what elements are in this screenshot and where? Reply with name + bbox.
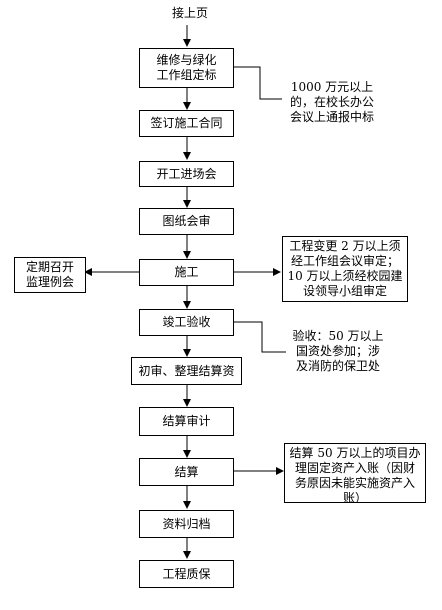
note-supervision-meetings-text: 定期召开 监理例会 xyxy=(25,260,74,289)
step-drawing-review: 图纸会审 xyxy=(139,208,234,235)
step-label: 资料归档 xyxy=(162,516,211,531)
step-completion-acceptance: 竣工验收 xyxy=(139,309,234,336)
top-label: 接上页 xyxy=(165,6,215,21)
note-over-10m-text: 1000 万元以上 的，在校长办公 会议上通报中标 xyxy=(289,80,374,124)
note-supervision-meetings-box: 定期召开 监理例会 xyxy=(14,257,86,293)
step-settlement-audit: 结算审计 xyxy=(139,407,234,436)
step-kickoff-meeting: 开工进场会 xyxy=(139,161,234,187)
step-label: 结算审计 xyxy=(162,414,211,428)
step-label: 结算 xyxy=(174,464,199,479)
step-construction: 施工 xyxy=(139,259,234,286)
step-archive: 资料归档 xyxy=(139,510,234,538)
step-warranty: 工程质保 xyxy=(139,560,234,588)
step-label: 施工 xyxy=(174,265,199,279)
step-label: 竣工验收 xyxy=(162,315,211,329)
step-label: 签订施工合同 xyxy=(150,116,223,130)
top-label-text: 接上页 xyxy=(171,6,208,20)
step-maintenance-greening: 维修与绿化 工作组定标 xyxy=(139,48,234,88)
step-sign-contract: 签订施工合同 xyxy=(139,110,234,137)
step-label: 图纸会审 xyxy=(162,214,211,228)
step-label: 初审、整理结算资 xyxy=(138,363,235,378)
step-settlement: 结算 xyxy=(139,458,234,486)
note-acceptance: 验收：50 万以上 国资处参加；涉 及消防的保卫处 xyxy=(286,329,390,374)
step-label: 维修与绿化 工作组定标 xyxy=(156,53,217,82)
note-change-orders-box: 工程变更 2 万以上须 经工作组会议审定； 10 万以上须经校园建 设领导小组审… xyxy=(282,236,408,302)
step-label: 工程质保 xyxy=(162,566,211,581)
note-over-10m: 1000 万元以上 的，在校长办公 会议上通报中标 xyxy=(282,80,382,125)
note-change-orders-text: 工程变更 2 万以上须 经工作组会议审定； 10 万以上须经校园建 设领导小组审… xyxy=(287,239,403,298)
step-label: 开工进场会 xyxy=(156,166,217,181)
bracket-over-10m xyxy=(233,66,283,100)
note-fixed-assets-box: 结算 50 万以上的项目办 理固定资产入账（因财 务原因未能实施资产入 账） xyxy=(284,443,426,503)
step-preliminary-settlement: 初审、整理结算资 xyxy=(131,357,242,385)
bracket-acceptance xyxy=(233,321,287,353)
note-fixed-assets-text: 结算 50 万以上的项目办 理固定资产入账（因财 务原因未能实施资产入 账） xyxy=(289,446,421,503)
note-acceptance-text: 验收：50 万以上 国资处参加；涉 及消防的保卫处 xyxy=(292,329,384,373)
